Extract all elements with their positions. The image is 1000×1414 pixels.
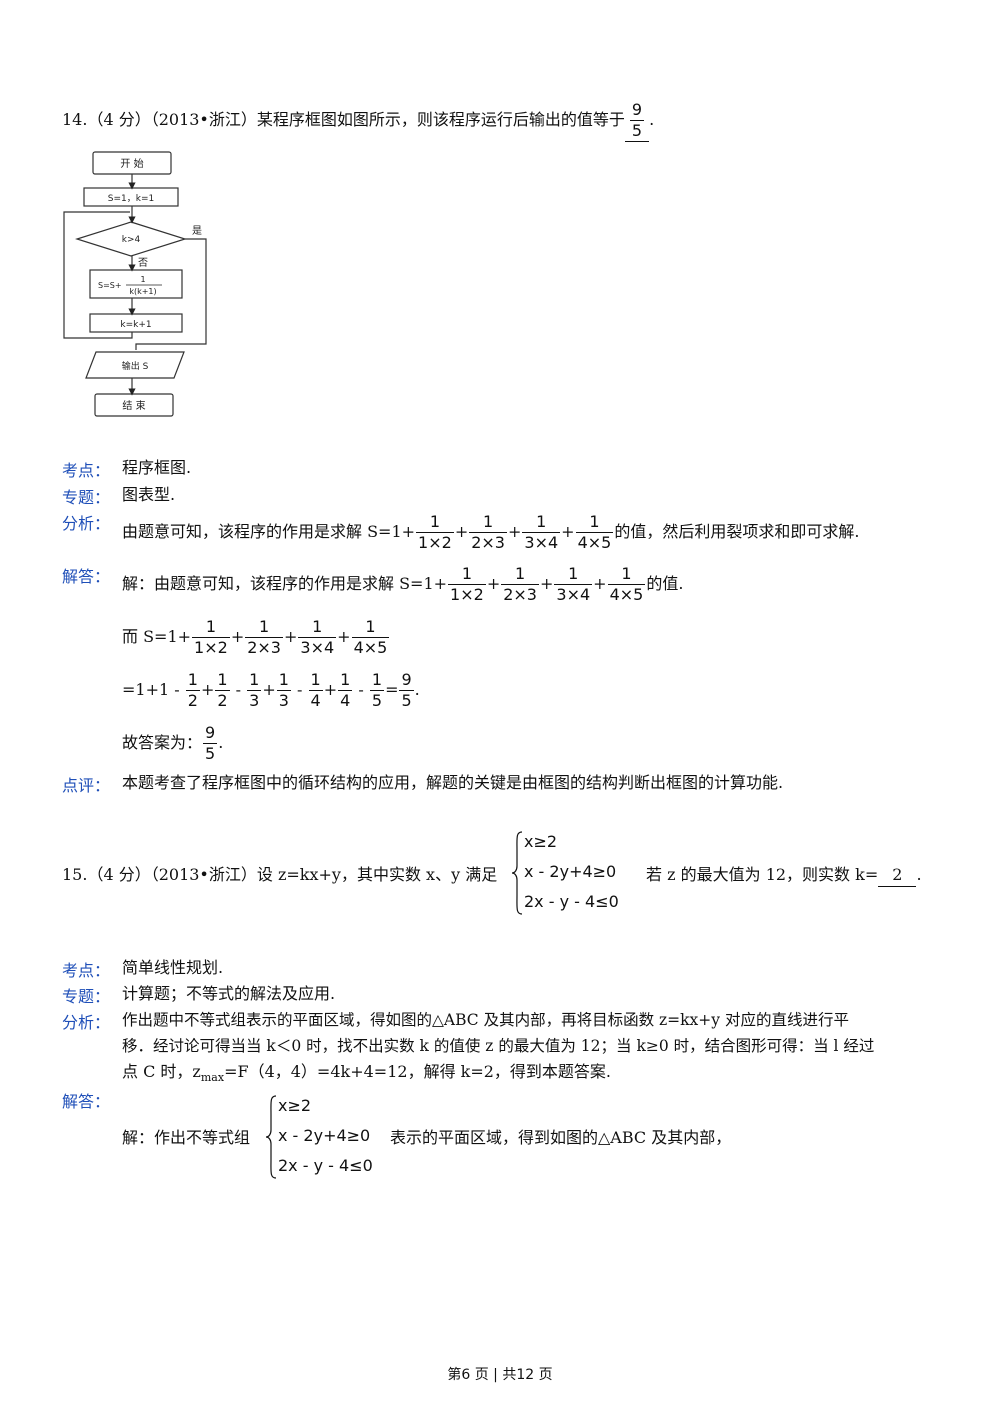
q15-constraint-system: x≥2 x - 2y+4≥0 2x - y - 4≤0 [510, 830, 640, 916]
q14-fenxi-label: 分析： [62, 514, 111, 533]
flow-assign-box [89, 269, 183, 299]
q14-flowchart: 开 始 S=1，k=1 k>4 是 否 S=S+ 1 k(k+1) k=k+1 … [63, 151, 207, 417]
flow-cond-diamond [75, 221, 187, 257]
flow-init-label: S=1，k=1 [108, 194, 154, 204]
q15-answer-blank: 2 [878, 864, 917, 887]
q14-zhuanti: 图表型. [122, 485, 176, 504]
flow-incr-box [89, 313, 183, 333]
q14-dianping-label: 点评： [62, 776, 111, 795]
q14-header: 14.（4 分）（2013•浙江）某程序框图如图所示，则该程序运行后输出的值等于… [62, 100, 655, 142]
q15-jieda-constraint-system: x≥2 x - 2y+4≥0 2x - y - 4≤0 [264, 1094, 388, 1180]
q15-jieda: 解：作出不等式组 [122, 1128, 251, 1147]
q15-zhuanti: 计算题；不等式的解法及应用. [122, 984, 336, 1003]
flow-output-box [85, 351, 185, 379]
q14-kaodian-label: 考点： [62, 461, 111, 480]
q15-header: 15.（4 分）（2013•浙江）设 z=kx+y，其中实数 x、y 满足 [62, 865, 498, 884]
flow-assign-prefix: S=S+ [98, 281, 122, 290]
q14-dianping: 本题考查了程序框图中的循环结构的应用，解题的关键是由框图的结构判断出框图的计算功… [122, 773, 784, 792]
q15-zhuanti-label: 专题： [62, 987, 111, 1006]
flow-start-label: 开 始 [120, 157, 143, 170]
brace-icon [511, 831, 523, 915]
flow-assign-num: 1 [140, 275, 145, 284]
q15-kaodian: 简单线性规划. [122, 958, 224, 977]
q15-fenxi-3: 点 C 时，zmax=F（4，4）=4k+4=12，解得 k=2，得到本题答案. [122, 1062, 612, 1085]
q15-fenxi-label: 分析： [62, 1013, 111, 1032]
flow-no-label: 否 [138, 257, 148, 269]
q14-kaodian: 程序框图. [122, 458, 192, 477]
q15-jieda-label: 解答： [62, 1092, 111, 1111]
brace-icon [265, 1095, 277, 1179]
q15-kaodian-label: 考点： [62, 961, 111, 980]
flow-incr-label: k=k+1 [120, 320, 151, 330]
q15-jieda-post: 表示的平面区域，得到如图的△ABC 及其内部， [390, 1128, 732, 1147]
q15-fenxi-2: 移．经讨论可得当当 k＜0 时，找不出实数 k 的值使 z 的最大值为 12；当… [122, 1037, 875, 1055]
flow-output-label: 输出 S [122, 360, 149, 372]
page-footer: 第6 页 | 共12 页 [447, 1367, 553, 1383]
flow-end-label: 结 束 [122, 399, 145, 412]
q15-header-post: 若 z 的最大值为 12，则实数 k=2. [646, 864, 922, 887]
q14-jieda-label: 解答： [62, 567, 111, 586]
flow-yes-label: 是 [192, 225, 202, 237]
flow-cond-label: k>4 [122, 235, 141, 245]
flow-assign-den: k(k+1) [129, 287, 156, 296]
q15-fenxi-1: 作出题中不等式组表示的平面区域，得如图的△ABC 及其内部，再将目标函数 z=k… [122, 1011, 849, 1029]
q14-zhuanti-label: 专题： [62, 488, 111, 507]
